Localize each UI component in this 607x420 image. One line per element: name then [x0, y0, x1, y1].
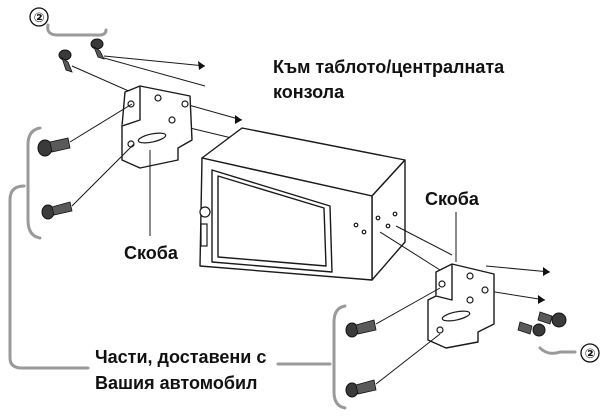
screw-right-upper [345, 319, 377, 338]
screw-right-a [517, 321, 546, 337]
bracket-bottom-right [538, 346, 577, 355]
label-bracket-left: Скоба [124, 243, 178, 263]
head-unit [199, 127, 406, 281]
svg-text:②: ② [33, 11, 44, 26]
label-console: конзола [273, 82, 345, 102]
guide-left-lower [71, 143, 135, 207]
screw-top-left-a [58, 49, 73, 73]
screw-right-b [537, 311, 567, 328]
guide-lines-right [379, 225, 551, 304]
screw-left-upper [37, 137, 71, 157]
svg-text:②: ② [584, 347, 595, 362]
guide-top-long [103, 57, 206, 87]
screw-top-left-b [90, 38, 105, 60]
guide-right-upper [375, 287, 441, 325]
label-parts-line2: Вашия автомобил [95, 373, 258, 393]
bracket-parts-left [8, 184, 90, 370]
screw-right-lower [345, 379, 377, 398]
right-bracket [427, 263, 495, 349]
label-bracket-right: Скоба [425, 189, 479, 209]
bracket-right-vertical [332, 304, 347, 410]
screw-left-lower [41, 201, 73, 220]
bracket-left-vertical [26, 126, 42, 240]
callout-2-top: ② [29, 7, 49, 27]
guide-right-lower [375, 333, 441, 385]
bracket-top-left [46, 23, 108, 37]
label-to-dashboard: Към таблото/централната [273, 57, 505, 77]
callout-2-bottom: ② [580, 343, 600, 363]
guide-left-upper [69, 103, 133, 143]
left-bracket [121, 85, 193, 169]
label-parts-line1: Части, доставени с [95, 347, 267, 367]
